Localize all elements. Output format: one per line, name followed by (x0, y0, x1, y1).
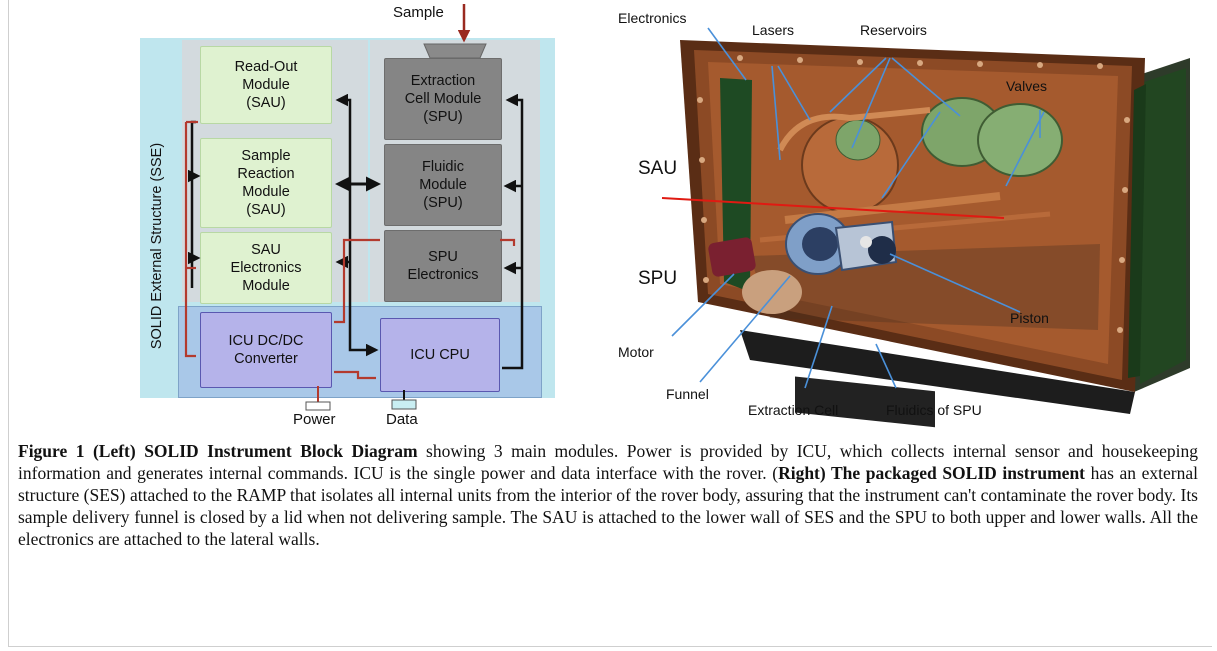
lasers-label: Lasers (752, 22, 795, 38)
sample-reaction-module-block: Sample Reaction Module (SAU) (200, 138, 332, 228)
data-connector (391, 399, 417, 410)
fluidics-label: Fluidics of SPU (886, 402, 982, 418)
icu-dcdc-converter-label: ICU DC/DC Converter (228, 332, 304, 367)
sau-electronics-module-label: SAU Electronics Module (230, 241, 302, 295)
reservoirs-label: Reservoirs (860, 22, 927, 38)
sample-label: Sample (393, 4, 444, 21)
block-diagram-connections (184, 4, 524, 411)
sau-electronics-module-block: SAU Electronics Module (200, 232, 332, 304)
caption-right-title: Right) The packaged SOLID instrument (778, 463, 1086, 483)
spu-label: SPU (638, 268, 678, 289)
sample-hopper (423, 43, 487, 59)
valves-label: Valves (1006, 78, 1047, 94)
funnel-label: Funnel (666, 386, 709, 402)
figure-caption: Figure 1 (Left) SOLID Instrument Block D… (18, 440, 1198, 550)
power-label: Power (293, 411, 336, 428)
readout-module-label: Read-Out Module (SAU) (234, 58, 298, 112)
sau-label: SAU (638, 158, 678, 179)
caption-text-1: showing 3 main modules. Power is provide… (18, 441, 1198, 483)
readout-module-block: Read-Out Module (SAU) (200, 46, 332, 124)
caption-figure-title: Figure 1 (Left) SOLID Instrument Block D… (18, 441, 418, 461)
icu-cpu-label: ICU CPU (410, 346, 470, 363)
fluidic-module-label: Fluidic Module (SPU) (419, 158, 467, 212)
fluidic-module-block: Fluidic Module (SPU) (384, 144, 502, 226)
icu-cpu-block: ICU CPU (380, 318, 500, 392)
icu-dcdc-converter-block: ICU DC/DC Converter (200, 312, 332, 388)
extraction-cell-label: Extraction Cell (748, 402, 839, 418)
caption-text-2: has an external structure (SES) attached… (18, 463, 1198, 549)
motor-label: Motor (618, 344, 654, 360)
piston-label: Piston (1010, 310, 1049, 326)
spu-electronics-label: SPU Electronics (407, 248, 479, 283)
block-diagram: SOLID External Structure (SSE) Read-Out … (0, 0, 600, 430)
spu-electronics-block: SPU Electronics (384, 230, 502, 302)
instrument-illustration (661, 27, 1190, 428)
electronics-label: Electronics (618, 10, 687, 26)
power-connector (305, 401, 331, 411)
data-label: Data (386, 411, 418, 428)
sample-reaction-module-label: Sample Reaction Module (SAU) (237, 147, 295, 219)
instrument-render: Electronics Lasers Reservoirs Valves SAU… (600, 0, 1217, 430)
figure-frame (8, 0, 1212, 647)
extraction-cell-module-label: Extraction Cell Module (SPU) (404, 72, 482, 126)
